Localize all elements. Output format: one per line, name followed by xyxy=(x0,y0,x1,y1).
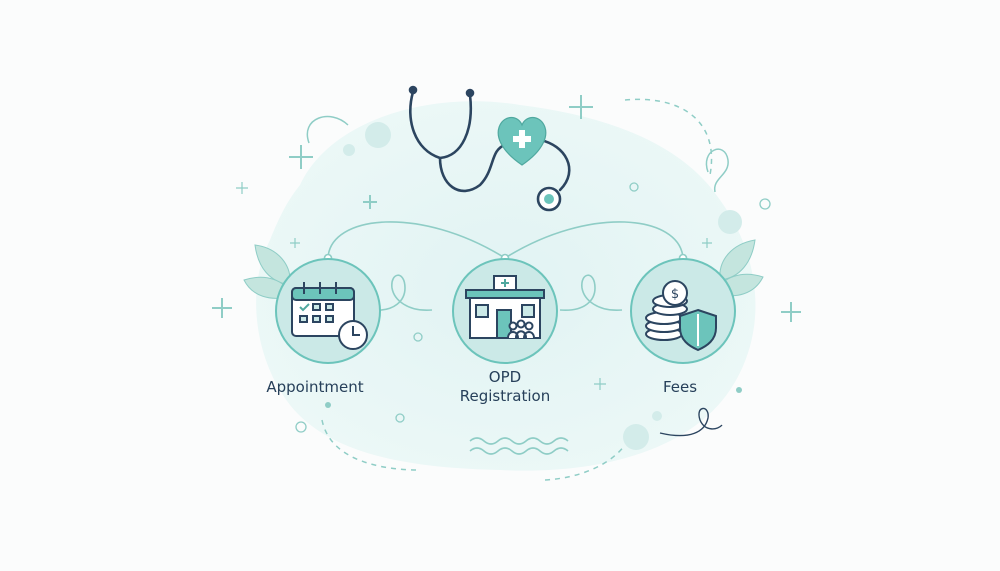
sparkle-icon xyxy=(236,182,712,390)
decor-dots xyxy=(295,115,771,450)
step-circle-opd-registration xyxy=(452,258,558,364)
wave-icon xyxy=(469,437,569,455)
step-label-opd-line2: Registration xyxy=(459,387,551,405)
heart-cross-icon xyxy=(497,116,547,166)
coins-shield-icon: $ xyxy=(645,280,717,352)
plus-icon xyxy=(212,95,801,322)
step-circle-appointment xyxy=(275,258,381,364)
step-label-fees: Fees xyxy=(662,378,698,396)
svg-text:$: $ xyxy=(671,287,679,302)
step-label-opd-line1: OPD xyxy=(488,368,522,386)
swirl-bottom xyxy=(659,407,723,437)
step-circle-fees: $ xyxy=(630,258,736,364)
step-label-appointment: Appointment xyxy=(266,378,364,396)
swirl-right xyxy=(705,148,729,193)
hospital-building-icon xyxy=(465,275,545,339)
calendar-clock-icon xyxy=(291,282,368,350)
stethoscope-icon xyxy=(408,85,571,212)
step-label-opd-registration: OPD Registration xyxy=(430,368,580,406)
dashed-arcs xyxy=(321,98,713,481)
